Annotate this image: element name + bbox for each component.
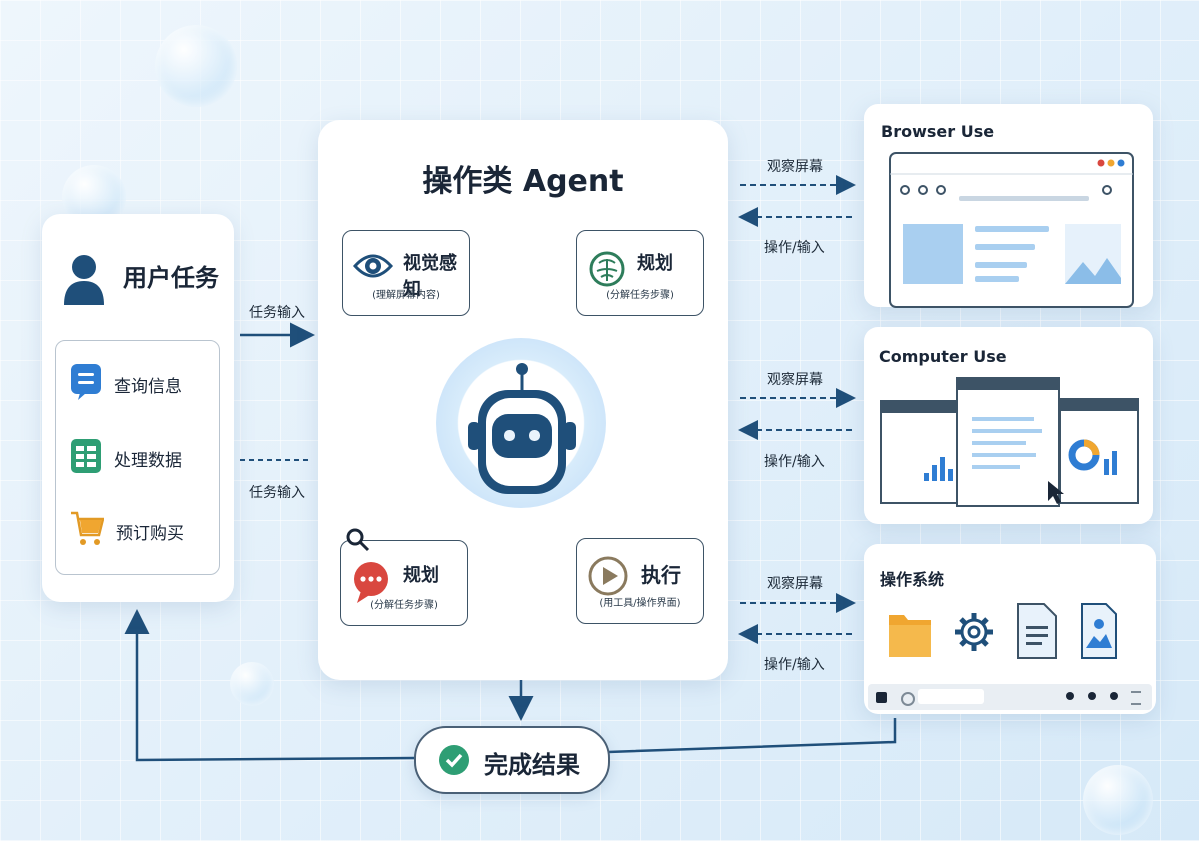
operate-input-label: 操作/输入 <box>764 454 825 470</box>
menu-icon[interactable] <box>1131 691 1141 705</box>
eye-icon <box>352 249 394 287</box>
folder-icon <box>888 609 932 663</box>
play-icon <box>587 555 629 601</box>
user-task-title: 用户任务 <box>123 264 219 292</box>
task-input-label: 任务输入 <box>249 305 305 321</box>
taskbar-search-field[interactable] <box>918 689 984 704</box>
list-item-label: 处理数据 <box>114 451 182 471</box>
browser-window-illustration <box>889 152 1135 312</box>
module-execute[interactable]: 执行 (用工具/操作界面) <box>576 538 704 624</box>
module-planning-top[interactable]: 规划 (分解任务步骤) <box>576 230 704 316</box>
task-input-label: 任务输入 <box>249 485 305 501</box>
module-subtitle: (理解屏幕内容) <box>372 290 440 301</box>
agent-title: 操作类 Agent <box>422 164 624 199</box>
gear-icon <box>952 606 996 662</box>
module-subtitle: (分解任务步骤) <box>370 600 438 611</box>
check-circle-icon <box>438 744 470 780</box>
decor-bubble <box>1083 765 1153 835</box>
module-subtitle: (分解任务步骤) <box>606 290 674 301</box>
result-label: 完成结果 <box>484 751 580 779</box>
document-icon <box>1016 602 1058 664</box>
module-title: 规划 <box>403 565 439 586</box>
operate-input-label: 操作/输入 <box>764 657 825 673</box>
list-item-order[interactable]: 预订购买 <box>70 509 184 554</box>
user-icon <box>64 253 104 309</box>
brain-icon <box>587 249 627 293</box>
computer-windows-illustration <box>880 377 1142 515</box>
module-planning-bottom[interactable]: 规划 (分解任务步骤) <box>340 528 468 626</box>
chat-list-icon <box>70 363 102 406</box>
task-list: 查询信息 处理数据 预订购买 <box>55 340 220 575</box>
tray-icon[interactable] <box>1110 692 1118 700</box>
spreadsheet-icon <box>70 438 102 479</box>
decor-bubble <box>155 25 237 107</box>
os-title: 操作系统 <box>880 570 945 589</box>
search-icon[interactable] <box>901 692 915 706</box>
module-title: 视觉感知 <box>403 253 457 300</box>
tray-icon[interactable] <box>1066 692 1074 700</box>
observe-screen-label: 观察屏幕 <box>767 372 823 388</box>
list-item-query[interactable]: 查询信息 <box>70 363 182 406</box>
list-item-label: 预订购买 <box>116 524 184 544</box>
tray-icon[interactable] <box>1088 692 1096 700</box>
module-title: 规划 <box>637 253 673 274</box>
module-perception[interactable]: 视觉感知 (理解屏幕内容) <box>342 230 470 316</box>
operate-input-label: 操作/输入 <box>764 240 825 256</box>
module-title: 执行 <box>641 563 681 587</box>
start-icon[interactable] <box>876 692 887 703</box>
decor-bubble <box>230 662 274 706</box>
list-item-label: 查询信息 <box>114 377 182 397</box>
robot-icon <box>466 360 578 500</box>
list-item-process[interactable]: 处理数据 <box>70 438 182 479</box>
taskbar <box>868 684 1152 710</box>
computer-use-title: Computer Use <box>879 347 1007 366</box>
module-subtitle: (用工具/操作界面) <box>599 598 681 609</box>
speech-bubble-icon <box>351 561 391 609</box>
browser-use-title: Browser Use <box>881 122 995 141</box>
shopping-cart-icon <box>70 509 105 554</box>
observe-screen-label: 观察屏幕 <box>767 159 823 175</box>
magnifier-icon <box>345 527 371 557</box>
result-pill[interactable]: 完成结果 <box>414 726 610 794</box>
image-file-icon <box>1080 602 1118 664</box>
observe-screen-label: 观察屏幕 <box>767 576 823 592</box>
